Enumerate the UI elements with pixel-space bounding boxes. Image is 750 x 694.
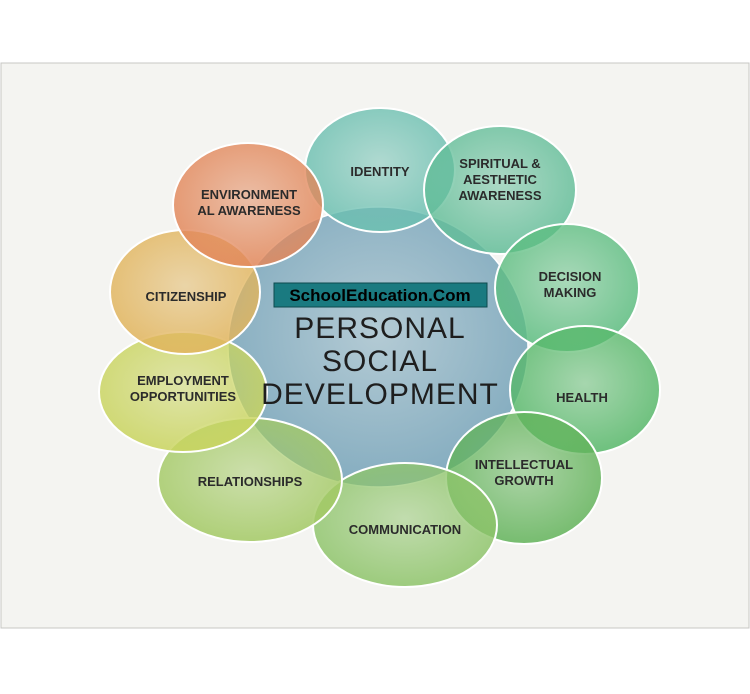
petal-label-line: DECISION [539, 269, 602, 284]
petal-label-line: HEALTH [556, 390, 608, 405]
center-title-line: SOCIAL [322, 345, 438, 378]
center-title-line: PERSONAL [294, 312, 465, 345]
petal-label-communication: COMMUNICATION [349, 522, 461, 537]
petal-spiritual-aesthetic-awareness [423, 125, 577, 255]
petal-label-line: MAKING [544, 285, 597, 300]
watermark-banner: SchoolEducation.Com [273, 282, 488, 308]
center-title-line: DEVELOPMENT [261, 378, 499, 411]
petal-label-line: AWARENESS [458, 188, 541, 203]
petal-label-citizenship: CITIZENSHIP [146, 289, 227, 304]
petal-label-line: AL AWARENESS [197, 203, 301, 218]
petal-label-line: EMPLOYMENT [137, 373, 229, 388]
petal-label-health: HEALTH [556, 390, 608, 405]
watermark-background [273, 282, 488, 308]
petal-label-line: SPIRITUAL & [459, 156, 540, 171]
petal-label-line: IDENTITY [350, 164, 410, 179]
petal-label-line: GROWTH [494, 473, 553, 488]
petal-label-line: ENVIRONMENT [201, 187, 297, 202]
petal-label-line: INTELLECTUAL [475, 457, 573, 472]
petal-label-relationships: RELATIONSHIPS [198, 474, 303, 489]
petal-label-line: RELATIONSHIPS [198, 474, 303, 489]
watermark-text: SchoolEducation.Com [289, 286, 470, 305]
petal-label-line: AESTHETIC [463, 172, 537, 187]
petal-label-line: CITIZENSHIP [146, 289, 227, 304]
petal-label-identity: IDENTITY [350, 164, 410, 179]
petal-ring [98, 107, 661, 588]
petal-label-line: COMMUNICATION [349, 522, 461, 537]
petal-environmental-awareness [172, 142, 324, 268]
petal-label-line: OPPORTUNITIES [130, 389, 237, 404]
